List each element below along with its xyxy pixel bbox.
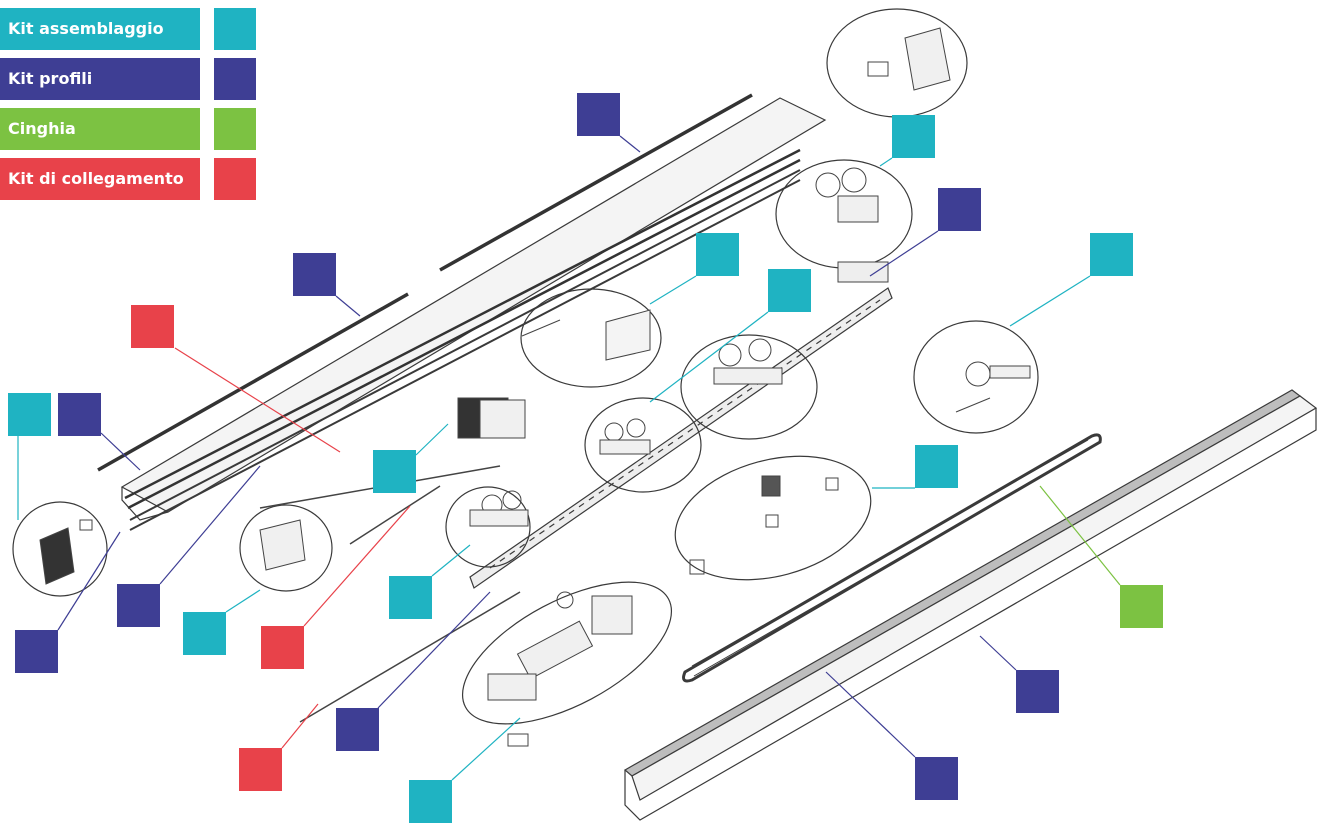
marker-assembly-motor — [409, 780, 452, 823]
legend-swatch-connection — [214, 158, 256, 200]
callout-belt-tensioner — [913, 320, 1039, 434]
marker-assembly-plate — [696, 233, 739, 276]
marker-assembly-carriage-large — [768, 269, 811, 312]
leader-assembly-7 — [649, 311, 769, 403]
marker-connection-cable-top — [131, 305, 174, 348]
leader-assembly-3 — [415, 423, 449, 456]
leader-belt-1 — [1039, 485, 1121, 586]
seal-strip-lower — [97, 292, 409, 472]
callout-carriage-large — [680, 334, 818, 440]
carriage-rail — [469, 287, 893, 589]
leader-lines — [17, 135, 1121, 781]
callout-mount-bracket — [239, 504, 333, 592]
callout-motor — [461, 581, 673, 725]
legend-item-connection: Kit di collegamento — [0, 158, 256, 200]
marker-profiles-seal-upper — [577, 93, 620, 136]
legend-swatch-belt — [214, 108, 256, 150]
callout-carriage-mid — [584, 397, 702, 493]
marker-profiles-cover-end — [58, 393, 101, 436]
legend-swatch-assembly — [214, 8, 256, 50]
marker-assembly-tensioner — [1090, 233, 1133, 276]
marker-assembly-pulley-top — [892, 115, 935, 158]
callout-plate — [520, 288, 662, 388]
leader-profiles-9 — [825, 671, 916, 758]
part-sketches — [39, 27, 1031, 747]
leader-profiles-8 — [979, 635, 1017, 671]
legend-item-belt: Cinghia — [0, 108, 256, 150]
marker-belt — [1120, 585, 1163, 628]
leader-assembly-2 — [225, 589, 261, 613]
legend-item-assembly: Kit assemblaggio — [0, 8, 256, 50]
leader-profiles-5 — [57, 531, 121, 631]
callout-end-cap — [12, 501, 108, 597]
marker-connection-cable-low — [239, 748, 282, 791]
marker-profiles-rail-end — [938, 188, 981, 231]
leader-assembly-9 — [1009, 275, 1091, 327]
leader-connection-2 — [303, 505, 411, 627]
marker-profiles-bottom-a — [1016, 670, 1059, 713]
leader-profiles-4 — [159, 465, 261, 585]
marker-profiles-bottom-b — [915, 757, 958, 800]
drawing-layer — [12, 8, 1318, 821]
seal-strip-upper — [439, 93, 753, 272]
leader-connection-1 — [174, 347, 341, 453]
legend-label-connection: Kit di collegamento — [0, 158, 200, 200]
legend-label-assembly: Kit assemblaggio — [0, 8, 200, 50]
marker-profiles-inner-b — [15, 630, 58, 673]
marker-assembly-carriage-small — [389, 576, 432, 619]
marker-assembly-control — [373, 450, 416, 493]
legend-label-profiles: Kit profili — [0, 58, 200, 100]
leader-profiles-3 — [619, 135, 641, 153]
marker-assembly-end-cap — [8, 393, 51, 436]
marker-profiles-seal-lower — [293, 253, 336, 296]
marker-assembly-bracket — [183, 612, 226, 655]
leader-profiles-6 — [377, 591, 491, 709]
leader-assembly-8 — [879, 157, 893, 167]
leader-connection-3 — [281, 703, 319, 749]
marker-connection-cable-mid — [261, 626, 304, 669]
cover-profile — [120, 97, 827, 531]
marker-assembly-clamps — [915, 445, 958, 488]
callout-markers — [8, 93, 1163, 823]
legend-item-profiles: Kit profili — [0, 58, 256, 100]
marker-profiles-rail — [336, 708, 379, 751]
bottom-rail-profile — [623, 389, 1318, 821]
leader-assembly-6 — [649, 275, 697, 305]
leader-assembly-5 — [451, 717, 521, 781]
legend-label-belt: Cinghia — [0, 108, 200, 150]
leader-profiles-7 — [869, 230, 939, 277]
callout-clamps — [674, 455, 872, 581]
toothed-belt-loop — [682, 433, 1102, 683]
marker-profiles-inner-a — [117, 584, 160, 627]
leader-profiles-1 — [100, 432, 141, 471]
legend-swatch-profiles — [214, 58, 256, 100]
leader-profiles-2 — [335, 295, 361, 317]
leader-assembly-4 — [431, 544, 471, 577]
callout-carriage-small — [445, 486, 531, 568]
